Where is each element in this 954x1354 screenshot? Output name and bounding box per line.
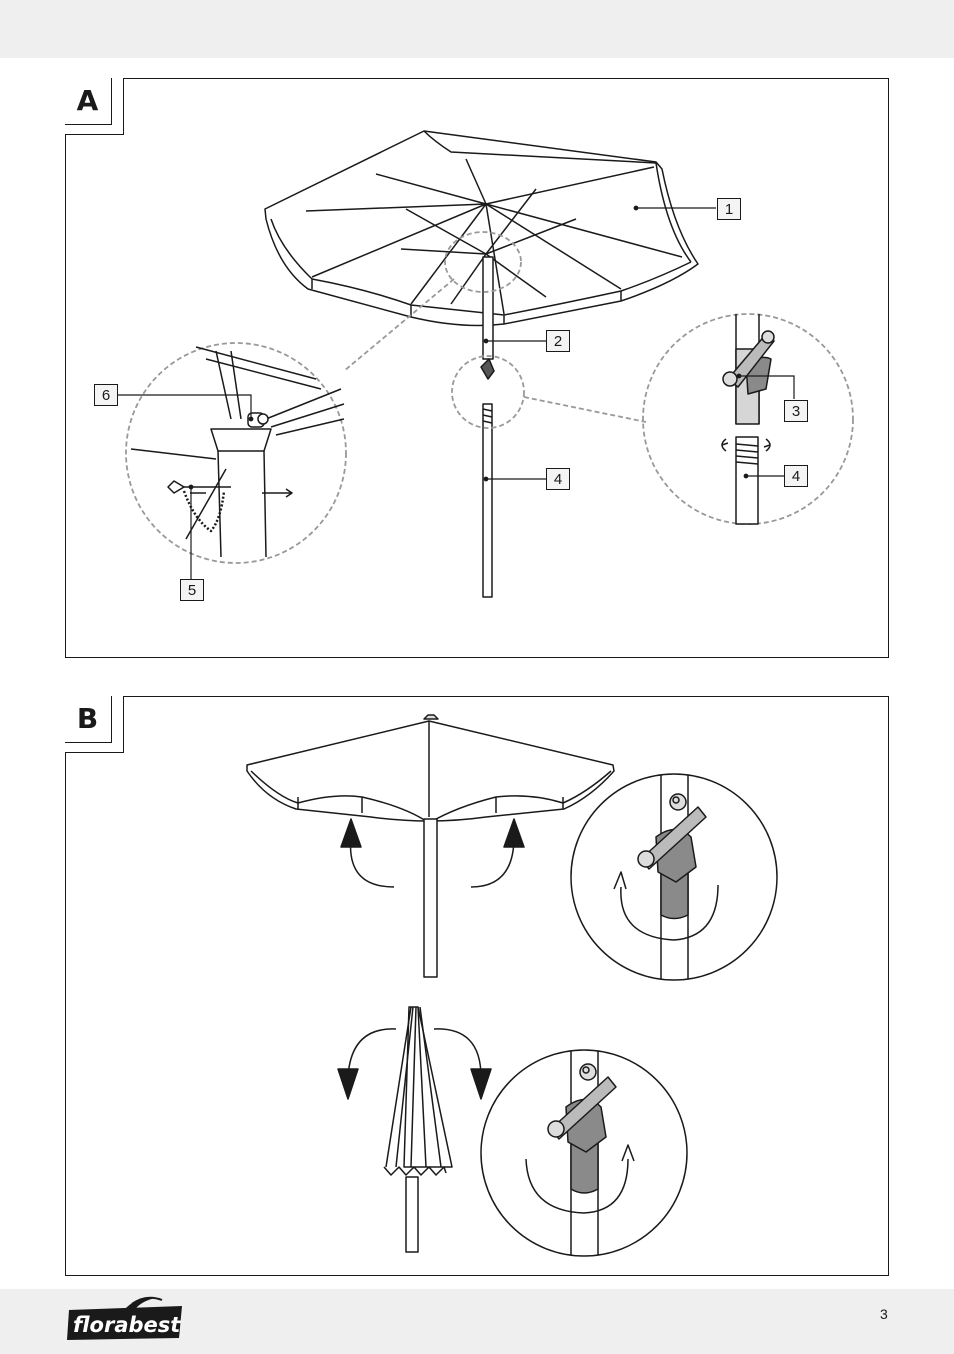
open-close-illustration (66, 697, 890, 1277)
header-band (0, 0, 954, 58)
callout-1: 1 (717, 198, 741, 220)
assembly-illustration (66, 79, 890, 659)
callout-2: 2 (546, 330, 570, 352)
figure-panel-a: A (65, 78, 889, 658)
florabest-logo: florabest (66, 1296, 184, 1342)
callout-5: 5 (180, 579, 204, 601)
brand-name: florabest (73, 1313, 181, 1337)
callout-3: 3 (784, 400, 808, 422)
callout-4: 4 (546, 468, 570, 490)
callout-4-detail: 4 (784, 465, 808, 487)
callout-6: 6 (94, 384, 118, 406)
figure-panel-b: B (65, 696, 889, 1276)
page-number: 3 (880, 1306, 888, 1322)
